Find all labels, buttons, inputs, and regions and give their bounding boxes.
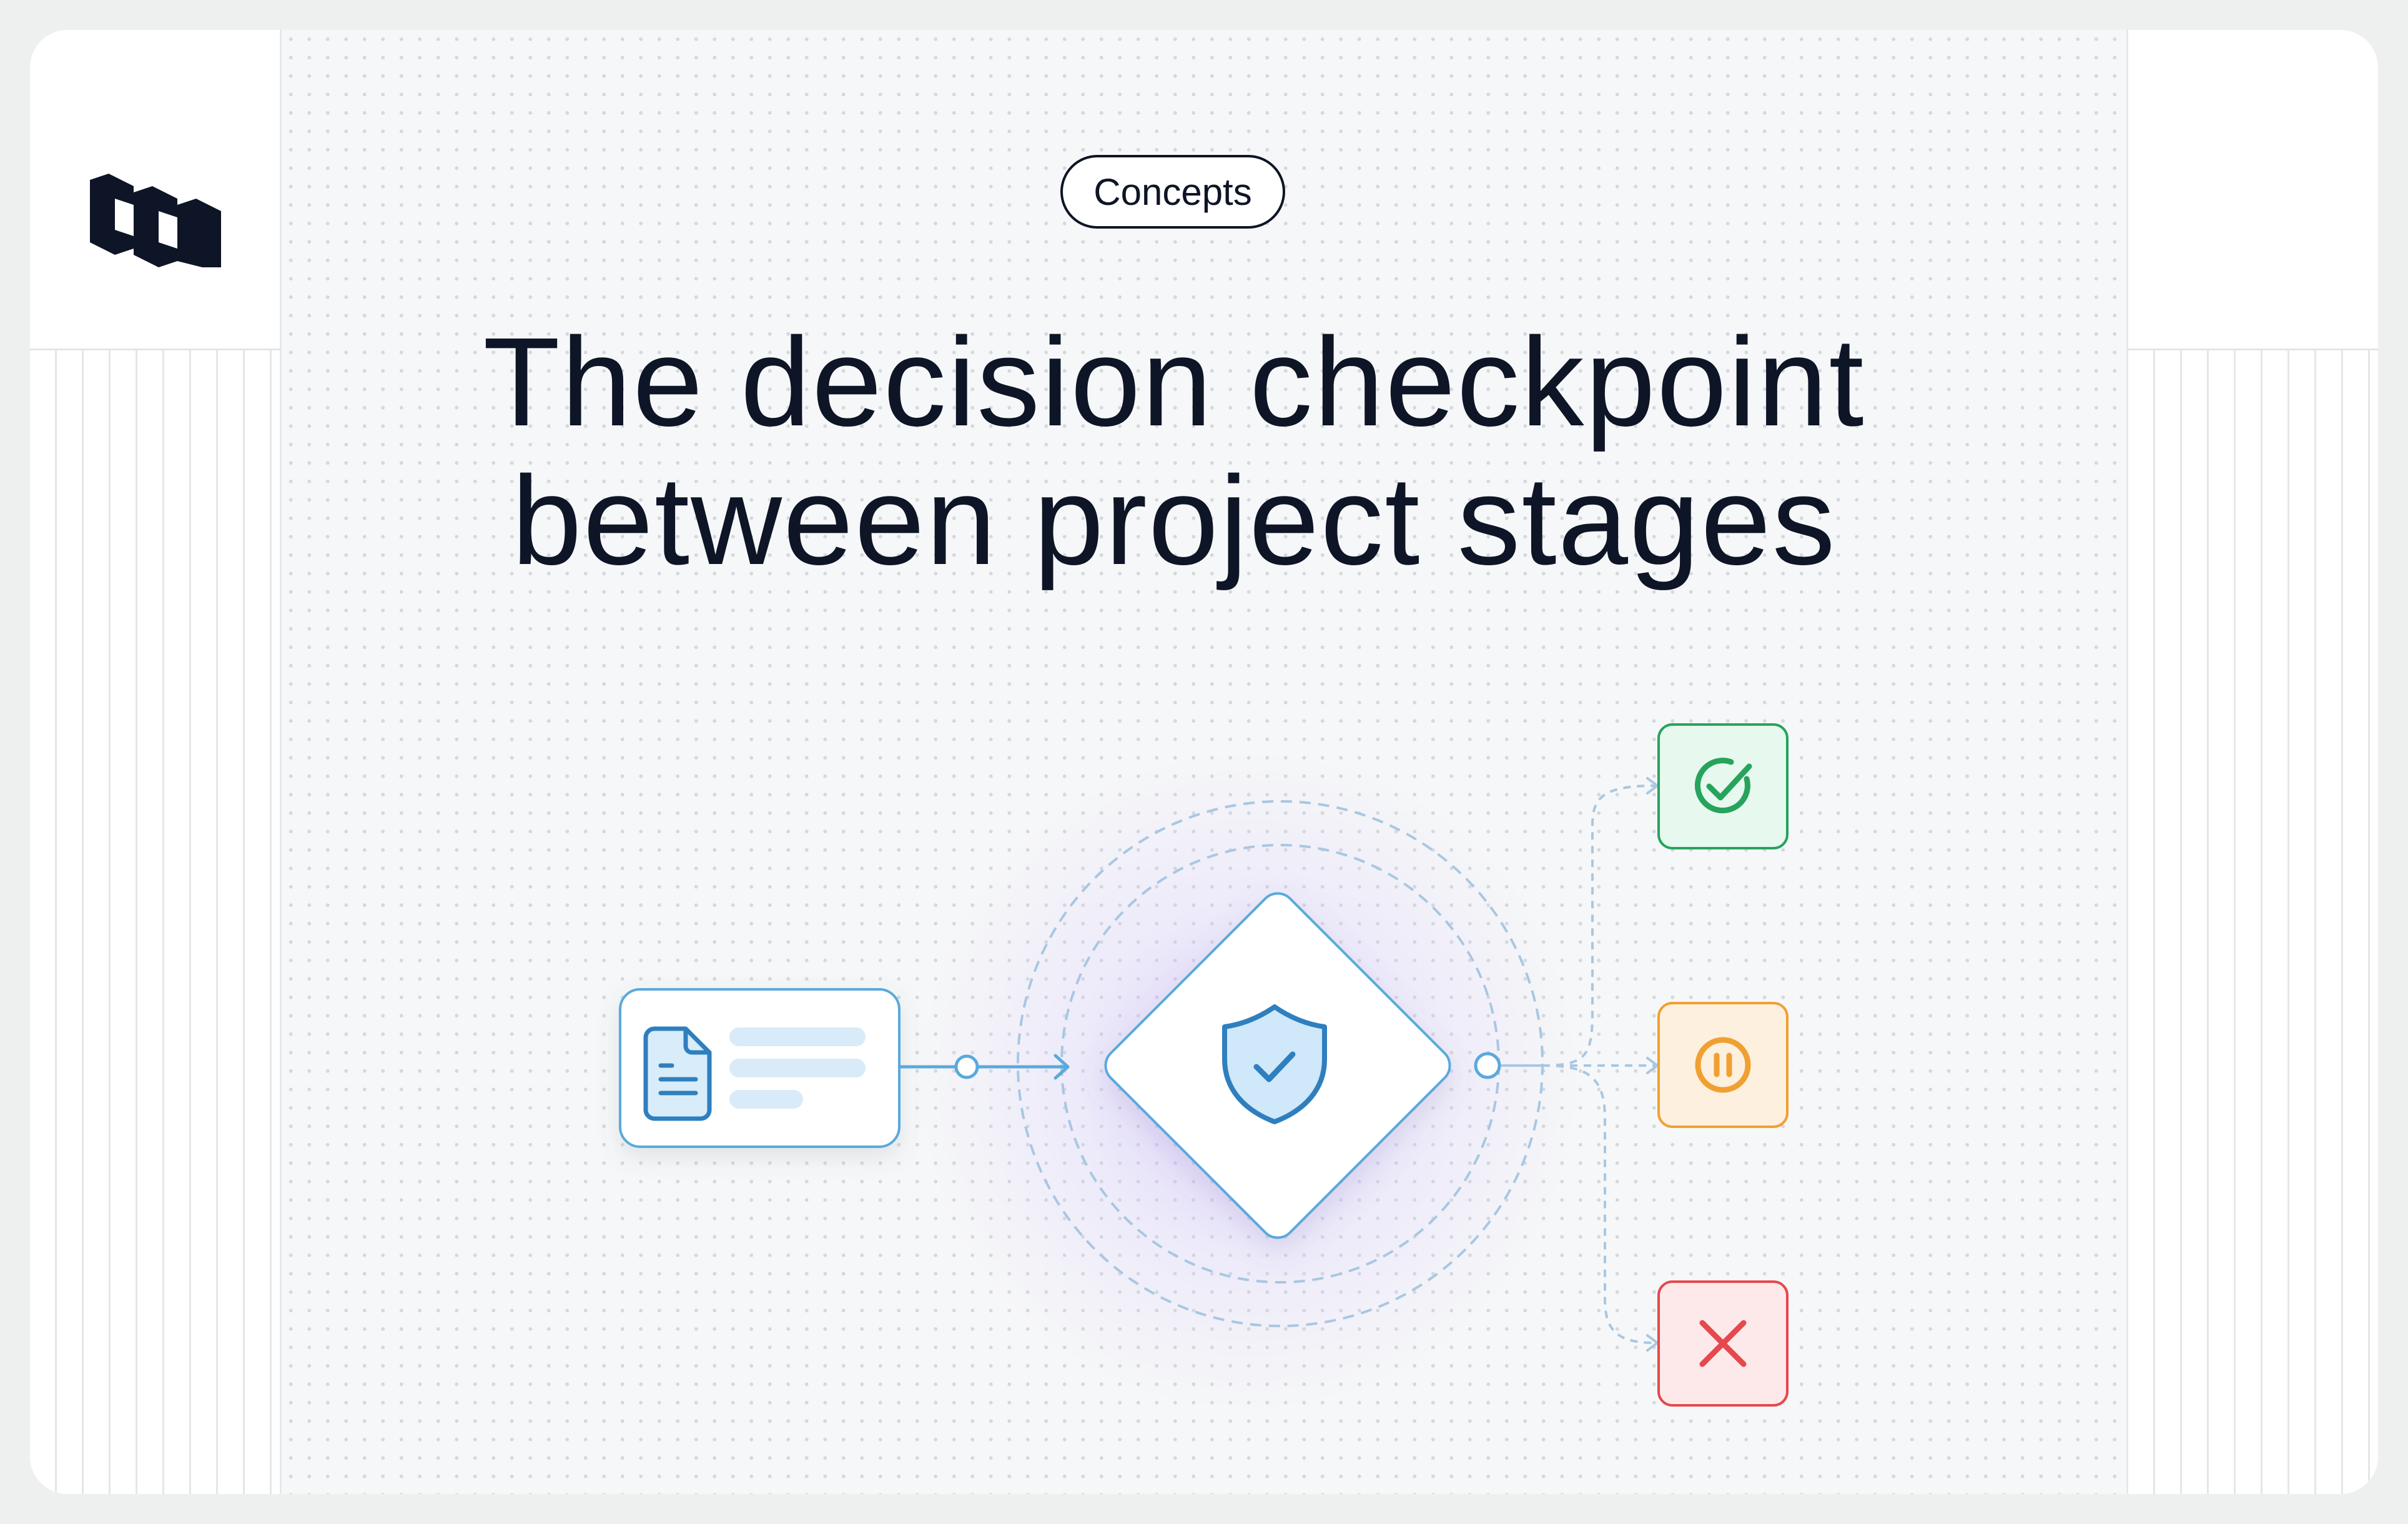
- document-icon: [643, 1026, 712, 1121]
- input-connector-dot: [954, 1054, 979, 1079]
- left-rail-stripes: [30, 349, 280, 1494]
- right-rail: [2128, 30, 2378, 1494]
- input-arrowhead: [1054, 1054, 1070, 1080]
- outer-ring: [1017, 800, 1544, 1327]
- branch-reject: [1542, 1064, 1656, 1344]
- left-rail: [30, 30, 280, 1494]
- concepts-tag[interactable]: Concepts: [1060, 155, 1285, 229]
- text-bar-1: [729, 1027, 866, 1046]
- brand-logo-icon[interactable]: [90, 174, 221, 267]
- outcome-approve[interactable]: [1657, 723, 1789, 849]
- x-icon: [1699, 1320, 1747, 1367]
- check-circle-icon: [1694, 758, 1752, 814]
- title-line-1: The decision checkpoint: [483, 311, 1865, 452]
- outcome-hold[interactable]: [1657, 1002, 1789, 1128]
- page-title: The decision checkpoint between project …: [250, 312, 2098, 590]
- center-panel: [280, 30, 2128, 1494]
- text-bar-3: [729, 1090, 803, 1109]
- branch-approve: [1542, 784, 1656, 1067]
- shield-check-icon: [1222, 1004, 1327, 1124]
- output-connector-dot: [1474, 1052, 1501, 1079]
- page-card: [30, 30, 2378, 1494]
- title-line-2: between project stages: [511, 450, 1837, 591]
- text-bar-2: [729, 1059, 866, 1077]
- right-rail-stripes: [2128, 349, 2378, 1494]
- pause-circle-icon: [1695, 1037, 1751, 1093]
